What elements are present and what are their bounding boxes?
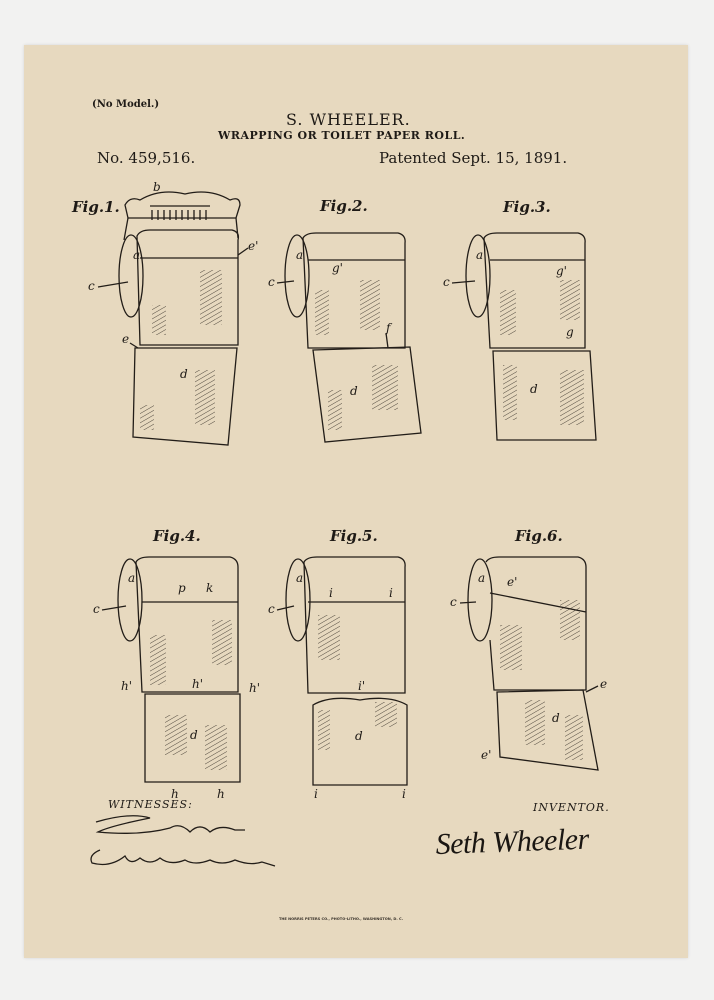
label: e' [481,748,491,762]
figure-6: Fig.6. a c e' e d e' [450,527,607,771]
label: e' [248,239,258,253]
label: k [206,581,213,595]
inventor-heading: S. WHEELER. [286,110,411,129]
label: c [268,602,275,616]
label: d [350,384,358,398]
roll-end [465,234,491,318]
label: c [88,279,95,293]
figure-4: Fig.4. a c p k h' h' h' d h h [93,527,260,801]
label: g [566,325,574,339]
no-model-note: (No Model.) [92,99,160,110]
figure-1: Fig.1. b a c e' e d [71,180,258,446]
label: b [153,180,161,194]
label: a [296,248,303,262]
label: i [329,586,333,600]
label: e' [507,575,517,589]
roll-end [284,234,310,318]
figure-title: Fig.4. [152,527,201,545]
printer-credit: THE NORRIS PETERS CO., PHOTO-LITHO., WAS… [279,917,403,921]
figure-title: Fig.6. [514,527,563,545]
label: c [450,595,457,609]
label: h [171,787,179,801]
label: e [600,677,607,691]
label: h [217,787,225,801]
figure-5: Fig.5. a c i i i' d i i [268,527,408,801]
inventor-signature: Seth Wheeler [435,823,590,861]
label: c [268,275,275,289]
roll-end [285,558,311,642]
roll-end [118,234,144,318]
label: a [133,248,140,262]
figure-title: Fig.3. [502,198,551,216]
label: p [178,581,186,595]
patent-sheet [24,45,688,958]
label: i [389,586,393,600]
figure-title: Fig.5. [329,527,378,545]
label: c [93,602,100,616]
label: i [314,787,318,801]
figure-title: Fig.2. [319,197,368,215]
label: d [355,729,363,743]
label: i [402,787,406,801]
label: h' [249,681,260,695]
witness-signatures [90,815,276,867]
label: a [128,571,135,585]
label: a [476,248,483,262]
witnesses-label: WITNESSES: [108,798,193,811]
label: d [552,711,560,725]
roll-end [117,558,143,642]
figure-3: Fig.3. a c g' g d [443,198,597,441]
label: h' [121,679,132,693]
label: g' [332,261,343,275]
patent-number: No. 459,516. [97,149,196,167]
patent-date: Patented Sept. 15, 1891. [379,149,568,167]
label: e [122,332,129,346]
figure-title: Fig.1. [71,198,120,216]
roll-end [467,558,493,642]
patent-title: WRAPPING OR TOILET PAPER ROLL. [218,129,466,142]
figure-2: Fig.2. a c g' f d [268,197,422,443]
label: d [530,382,538,396]
inventor-label: INVENTOR. [532,801,610,814]
label: d [190,728,198,742]
label: h' [192,677,203,691]
holder-bracket [123,191,241,241]
label: a [478,571,485,585]
label: g' [556,264,567,278]
label: i' [358,679,365,693]
label: f [385,321,393,335]
label: a [296,571,303,585]
label: d [180,367,188,381]
label: c [443,275,450,289]
